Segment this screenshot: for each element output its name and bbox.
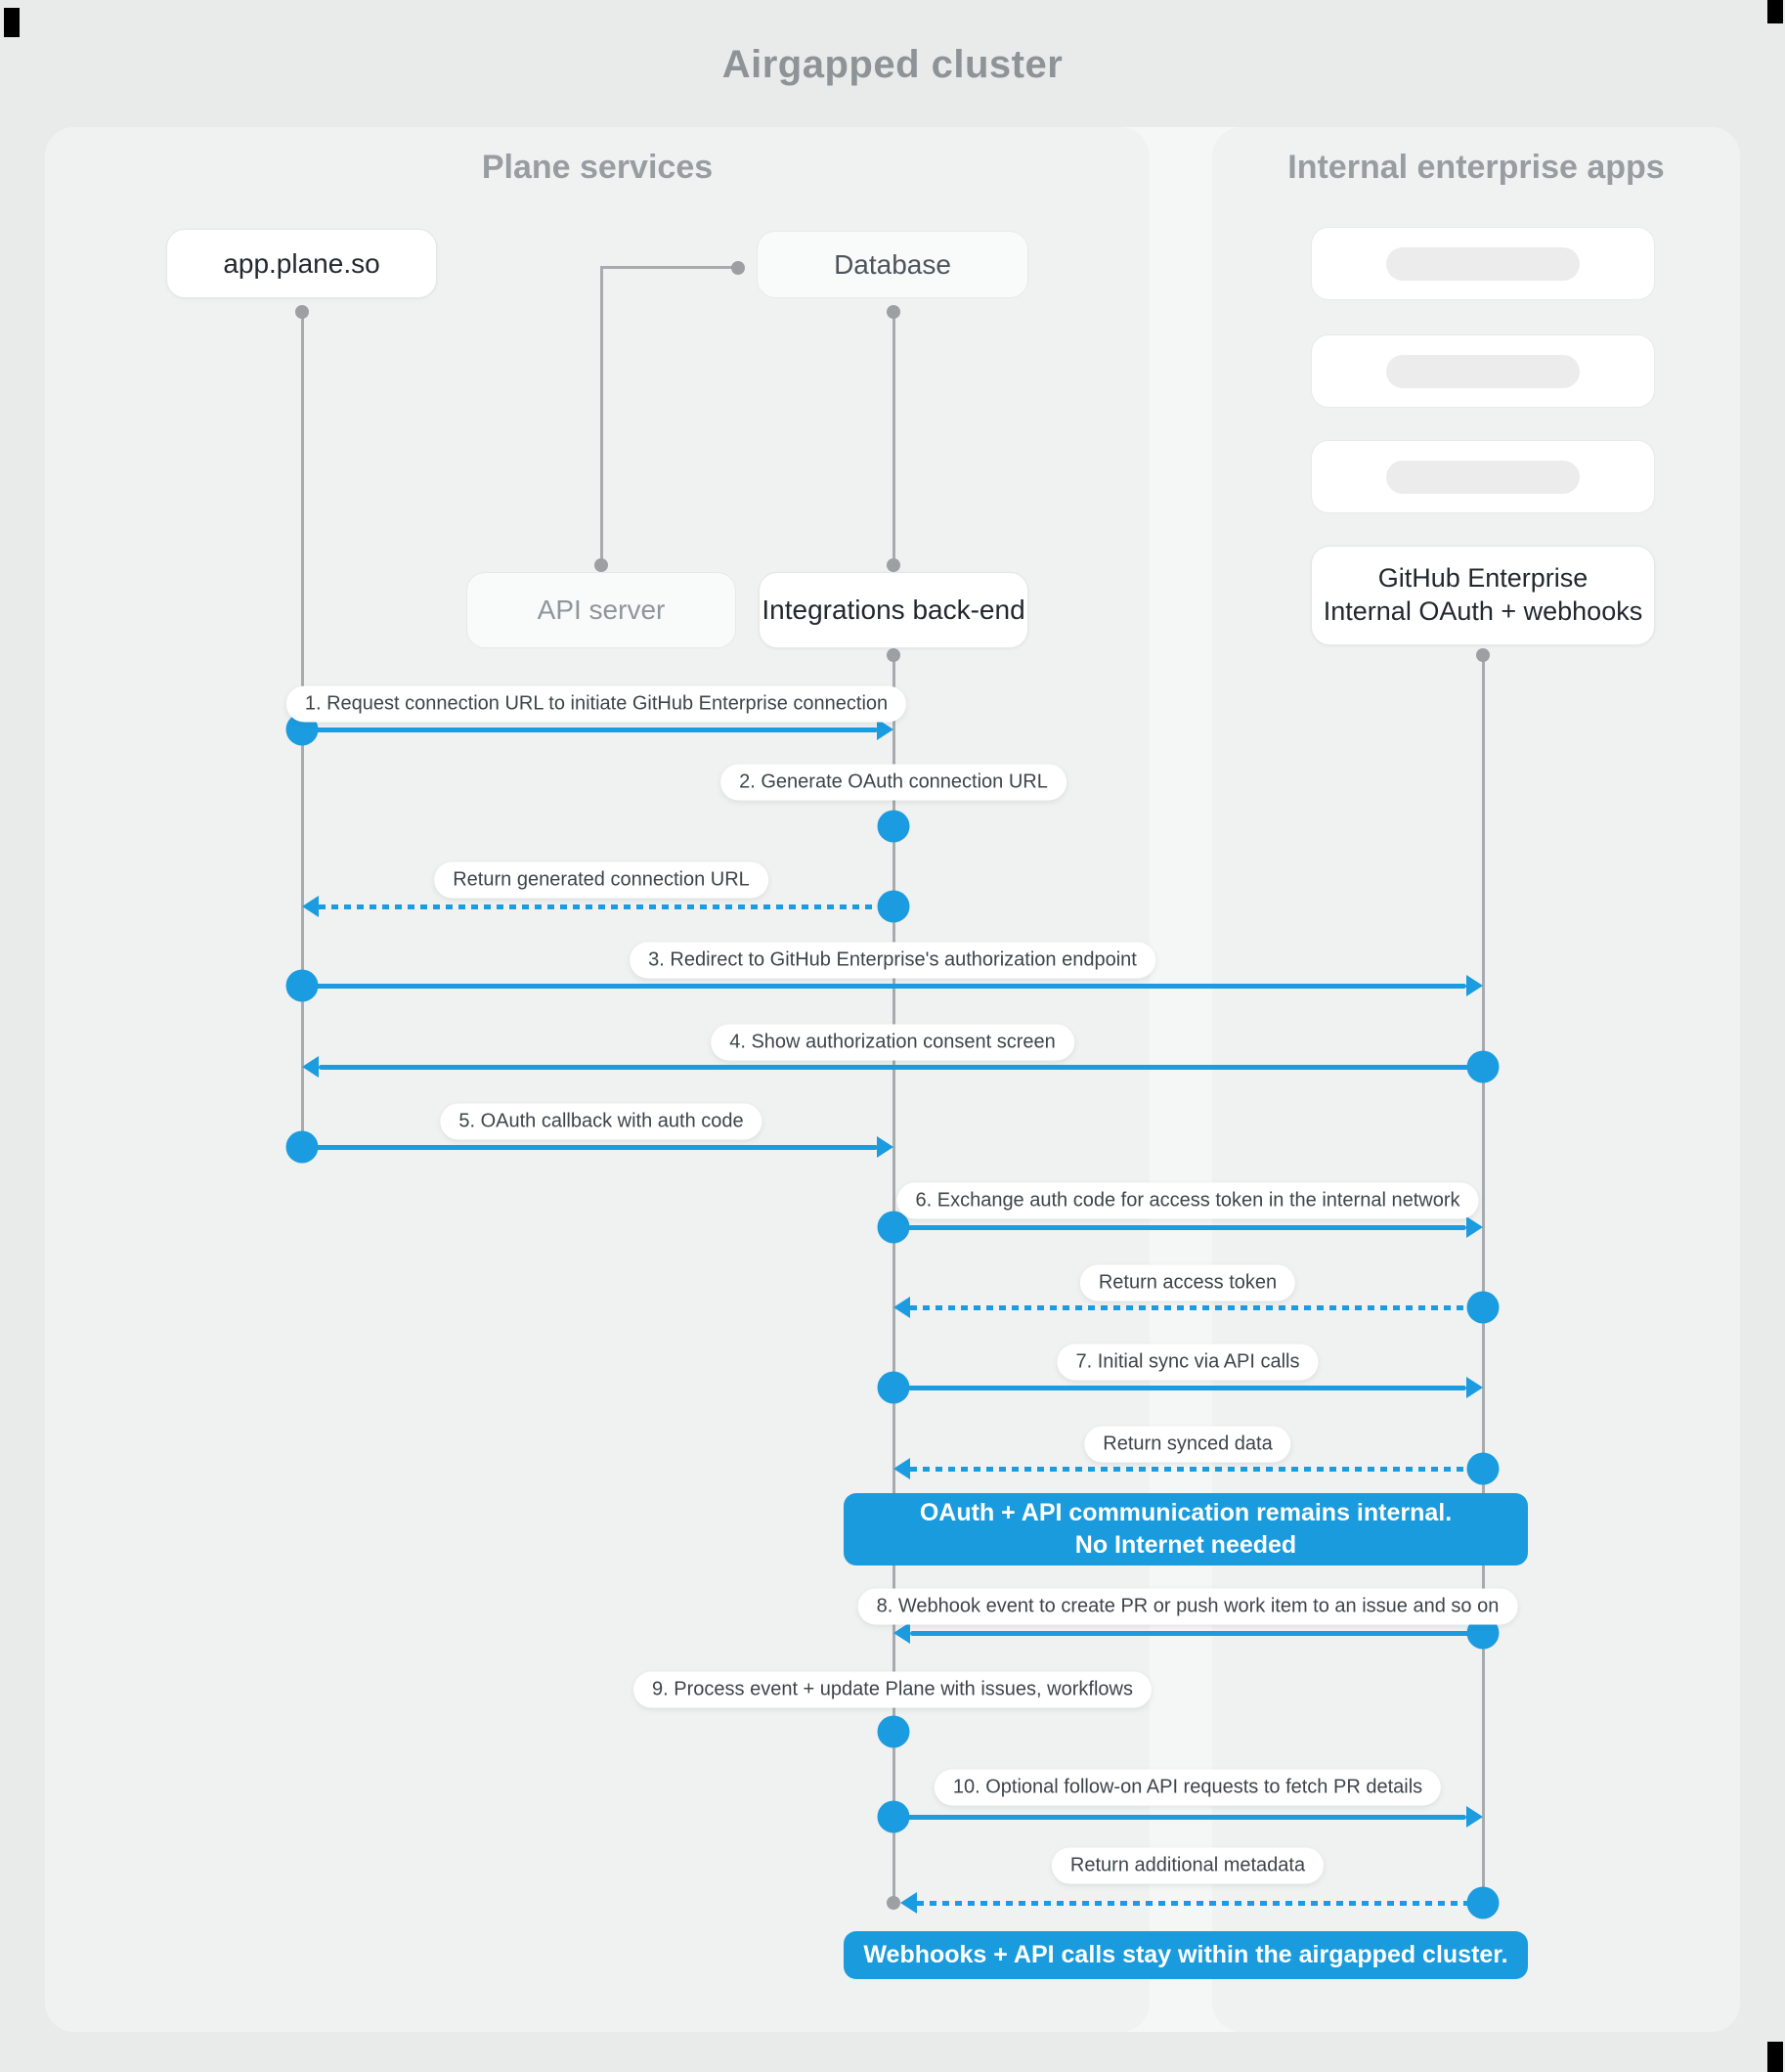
message-1-label: 1. Request connection URL to initiate Gi… — [285, 685, 907, 723]
message-8-arrow — [910, 1631, 1483, 1636]
page-title: Airgapped cluster — [721, 43, 1064, 86]
return-3-label: Return synced data — [1084, 1426, 1291, 1463]
message-1-arrow — [302, 727, 878, 732]
actor-app-plane-so: app.plane.so — [166, 229, 437, 298]
return-2-label: Return access token — [1079, 1264, 1296, 1301]
elbow-connector-horizontal — [600, 266, 738, 269]
message-10-arrowhead — [1466, 1806, 1483, 1828]
return-1-arrowhead — [302, 896, 319, 917]
lifeline-end-dot — [887, 1896, 900, 1910]
actor-database: Database — [757, 231, 1028, 298]
message-4-origin-dot — [1466, 1050, 1500, 1083]
connector-dot — [731, 261, 745, 275]
actor-app-plane-so-label: app.plane.so — [223, 247, 380, 279]
actor-api-server-label: API server — [537, 595, 666, 625]
actor-database-label: Database — [834, 248, 951, 280]
corner-mark-top-right — [1767, 0, 1783, 23]
internal-app-placeholder-card — [1311, 334, 1655, 408]
message-6-origin-dot — [877, 1211, 910, 1244]
return-4-arrowhead — [900, 1892, 917, 1914]
return-2-origin-dot — [1466, 1291, 1500, 1324]
return-4-arrow — [917, 1901, 1483, 1906]
message-5-label: 5. OAuth callback with auth code — [440, 1103, 762, 1140]
message-7-origin-dot — [877, 1371, 910, 1404]
note-airgapped-cluster: Webhooks + API calls stay within the air… — [844, 1931, 1528, 1979]
connector-dot — [295, 305, 309, 319]
corner-mark-bottom-right — [1767, 2042, 1783, 2072]
message-5-arrow — [302, 1145, 878, 1150]
internal-apps-heading: Internal enterprise apps — [1287, 149, 1665, 186]
internal-app-placeholder-card — [1311, 227, 1655, 300]
placeholder-pill — [1386, 354, 1580, 388]
database-integrations-connector — [892, 312, 895, 567]
message-2-label: 2. Generate OAuth connection URL — [720, 764, 1067, 801]
message-9-self-dot — [877, 1715, 910, 1748]
message-8-arrowhead — [893, 1622, 910, 1644]
actor-integrations-backend-label: Integrations back-end — [762, 595, 1025, 625]
placeholder-pill — [1386, 246, 1580, 281]
return-3-arrowhead — [893, 1458, 910, 1479]
actor-github-line2: Internal OAuth + webhooks — [1323, 596, 1643, 626]
internal-app-placeholder-card — [1311, 440, 1655, 513]
connector-dot — [887, 558, 900, 572]
return-4-origin-dot — [1466, 1886, 1500, 1919]
message-6-label: 6. Exchange auth code for access token i… — [896, 1182, 1479, 1219]
actor-integrations-backend: Integrations back-end — [759, 572, 1028, 648]
message-9-label: 9. Process event + update Plane with iss… — [633, 1671, 1152, 1708]
note-internal-line2: No Internet needed — [1074, 1531, 1297, 1559]
message-6-arrowhead — [1466, 1216, 1483, 1238]
message-6-arrow — [893, 1225, 1466, 1230]
actor-api-server: API server — [466, 572, 736, 648]
return-3-origin-dot — [1466, 1452, 1500, 1485]
message-10-arrow — [893, 1815, 1466, 1820]
elbow-connector-vertical — [600, 266, 603, 565]
actor-github-line1: GitHub Enterprise — [1377, 563, 1589, 594]
connector-dot — [887, 648, 900, 662]
note-internal-line1: OAuth + API communication remains intern… — [919, 1499, 1453, 1526]
message-10-origin-dot — [877, 1800, 910, 1833]
message-3-arrow — [302, 984, 1466, 989]
message-7-arrowhead — [1466, 1377, 1483, 1398]
message-10-label: 10. Optional follow-on API requests to f… — [934, 1769, 1442, 1806]
message-3-origin-dot — [285, 969, 319, 1002]
message-5-origin-dot — [285, 1130, 319, 1164]
return-1-arrow — [319, 904, 893, 909]
message-4-arrowhead — [302, 1056, 319, 1078]
message-8-label: 8. Webhook event to create PR or push wo… — [857, 1588, 1518, 1625]
connector-dot — [887, 305, 900, 319]
return-1-label: Return generated connection URL — [434, 861, 768, 899]
message-2-self-dot — [877, 810, 910, 843]
message-7-label: 7. Initial sync via API calls — [1057, 1344, 1319, 1381]
message-5-arrowhead — [877, 1136, 893, 1158]
message-3-arrowhead — [1466, 975, 1483, 996]
message-1-arrowhead — [877, 719, 893, 740]
lifeline-github — [1482, 657, 1485, 1903]
corner-mark-top-left — [4, 8, 20, 37]
return-4-label: Return additional metadata — [1051, 1847, 1325, 1884]
return-2-arrow — [910, 1305, 1483, 1310]
plane-services-heading: Plane services — [481, 149, 714, 186]
return-1-origin-dot — [877, 890, 910, 923]
note-airgapped-text: Webhooks + API calls stay within the air… — [863, 1941, 1508, 1968]
connector-dot — [1476, 648, 1490, 662]
actor-github-enterprise: GitHub Enterprise Internal OAuth + webho… — [1311, 546, 1655, 645]
return-2-arrowhead — [893, 1297, 910, 1318]
message-3-label: 3. Redirect to GitHub Enterprise's autho… — [630, 942, 1155, 979]
message-4-label: 4. Show authorization consent screen — [711, 1024, 1074, 1061]
placeholder-pill — [1386, 460, 1580, 494]
message-7-arrow — [893, 1386, 1466, 1390]
lifeline-integrations — [892, 657, 895, 1903]
connector-dot — [594, 558, 608, 572]
note-internal-communication: OAuth + API communication remains intern… — [844, 1493, 1528, 1565]
message-4-arrow — [319, 1065, 1483, 1070]
return-3-arrow — [910, 1467, 1483, 1472]
panel-plane-services — [45, 127, 1150, 2032]
